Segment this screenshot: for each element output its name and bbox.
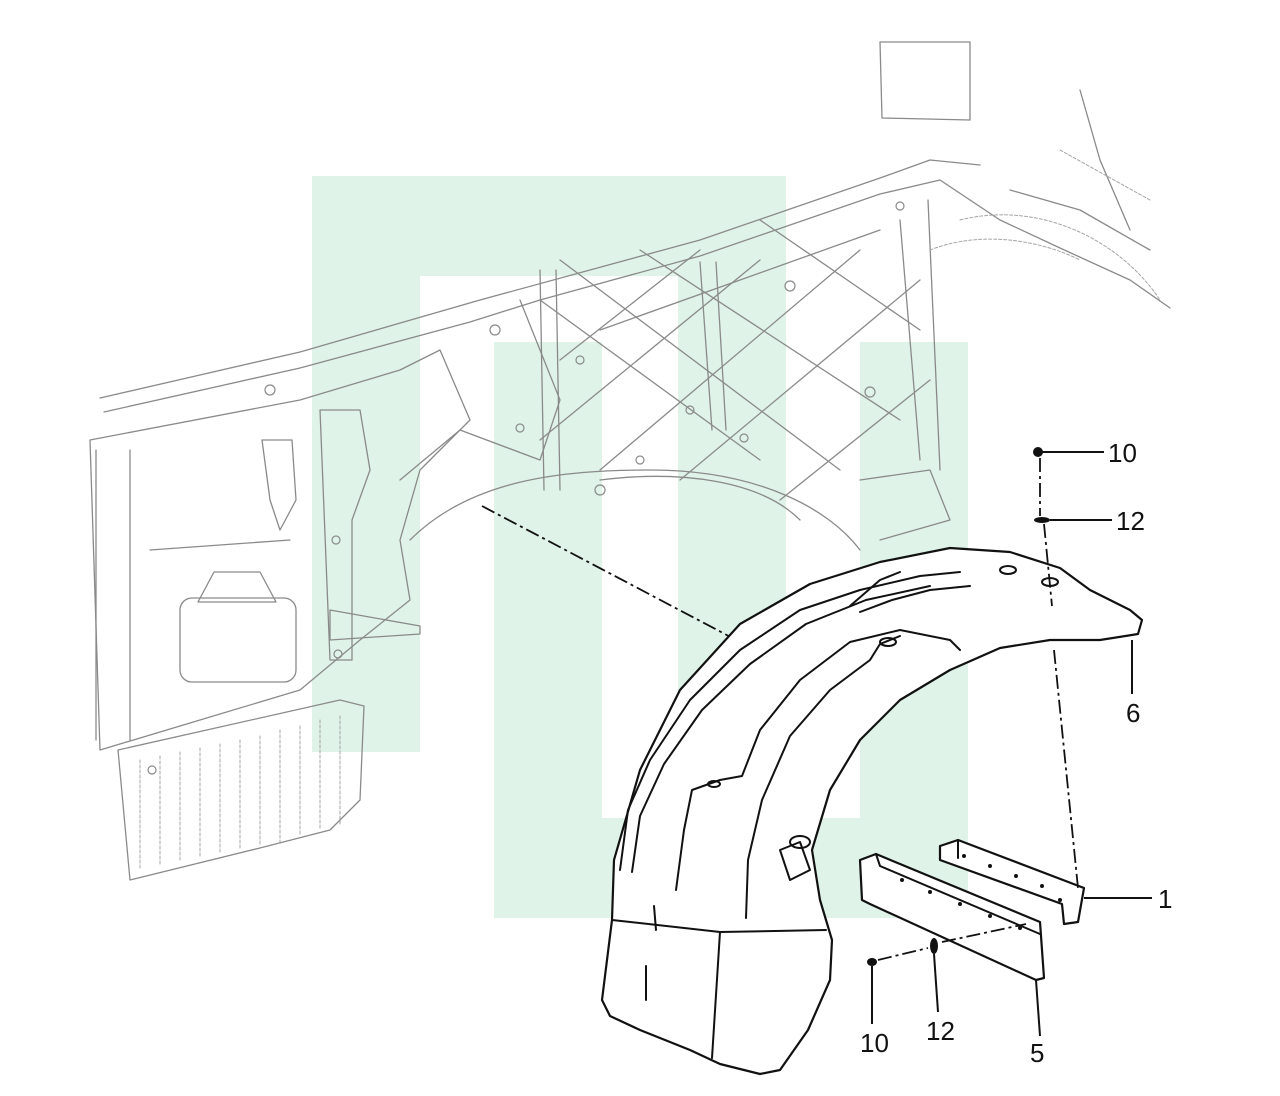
callout-labels: 10 12 6 1 10 12 5 <box>860 438 1172 1068</box>
assembly-line <box>481 505 741 643</box>
callout-12-bottom: 12 <box>926 1016 955 1046</box>
mud-shield-plate <box>858 852 1046 982</box>
callout-12-top: 12 <box>1116 506 1145 536</box>
leader-lines <box>871 451 1152 1037</box>
callout-10-bottom: 10 <box>860 1028 889 1058</box>
fastener-stack-bottom <box>867 923 1027 966</box>
bolt-head-icon <box>1033 447 1043 457</box>
washer-icon <box>930 938 938 954</box>
mounting-bracket <box>938 838 1086 926</box>
callout-6: 6 <box>1126 698 1140 728</box>
vehicle-body-frame <box>89 41 1171 881</box>
bolt-head-icon <box>867 958 877 966</box>
wheel-house-liner <box>600 546 1144 1076</box>
callout-5: 5 <box>1030 1038 1044 1068</box>
callout-10-top: 10 <box>1108 438 1137 468</box>
fastener-stack-top <box>1033 447 1079 889</box>
callout-1: 1 <box>1158 884 1172 914</box>
washer-icon <box>1034 517 1050 523</box>
